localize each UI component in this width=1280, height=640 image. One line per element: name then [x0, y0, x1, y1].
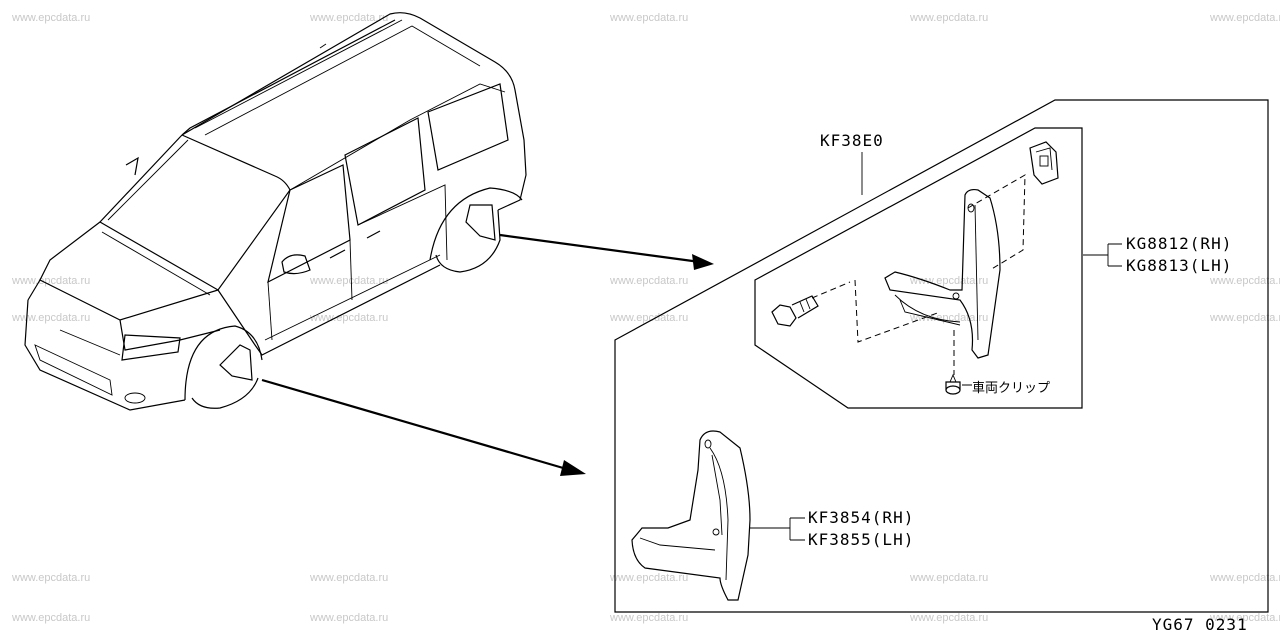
part-number-rh-front: KF3854(RH)	[808, 508, 915, 527]
watermark-text: www.epcdata.ru	[310, 275, 389, 287]
watermark-text: www.epcdata.ru	[310, 572, 389, 584]
watermark-text: www.epcdata.ru	[1210, 275, 1280, 287]
watermark-text: www.epcdata.ru	[12, 312, 91, 324]
arrow-front	[261, 378, 586, 476]
watermark-text: www.epcdata.ru	[610, 612, 689, 624]
watermark-text: www.epcdata.ru	[1210, 312, 1280, 324]
watermark-text: www.epcdata.ru	[910, 12, 989, 24]
clip-nut-part	[1029, 141, 1059, 185]
watermark-text: www.epcdata.ru	[1210, 12, 1280, 24]
detail-frame-kit	[754, 127, 1083, 409]
watermark-text: www.epcdata.ru	[12, 572, 91, 584]
watermark-text: www.epcdata.ru	[1210, 572, 1280, 584]
watermark-text: www.epcdata.ru	[910, 612, 989, 624]
arrow-rear	[499, 233, 714, 270]
watermark-text: www.epcdata.ru	[610, 275, 689, 287]
watermark-text: www.epcdata.ru	[310, 612, 389, 624]
watermark-text: www.epcdata.ru	[310, 12, 389, 24]
part-number-lh-front: KF3855(LH)	[808, 530, 915, 549]
vehicle-clip-part	[945, 373, 972, 395]
diagram-code: YG67 0231	[1152, 615, 1248, 634]
watermark-text: www.epcdata.ru	[610, 572, 689, 584]
vehicle-clip-label: 車両クリップ	[972, 381, 1051, 396]
watermark-text: www.epcdata.ru	[1210, 612, 1280, 624]
kit-part-number: KF38E0	[820, 131, 884, 150]
detail-frame-outer	[614, 99, 1269, 613]
rear-mudflap-part	[811, 174, 1026, 375]
watermark-text: www.epcdata.ru	[910, 275, 989, 287]
part-number-rh-rear: KG8812(RH)	[1126, 234, 1233, 253]
watermark-text: www.epcdata.ru	[12, 275, 91, 287]
watermark-text: www.epcdata.ru	[610, 312, 689, 324]
watermark-text: www.epcdata.ru	[12, 612, 91, 624]
front-mudflap-part	[631, 430, 751, 601]
part-number-lh-rear: KG8813(LH)	[1126, 256, 1233, 275]
watermark-text: www.epcdata.ru	[12, 12, 91, 24]
watermark-text: www.epcdata.ru	[610, 12, 689, 24]
watermark-text: www.epcdata.ru	[910, 572, 989, 584]
bolt-part	[771, 295, 819, 327]
vehicle-illustration	[24, 12, 527, 411]
